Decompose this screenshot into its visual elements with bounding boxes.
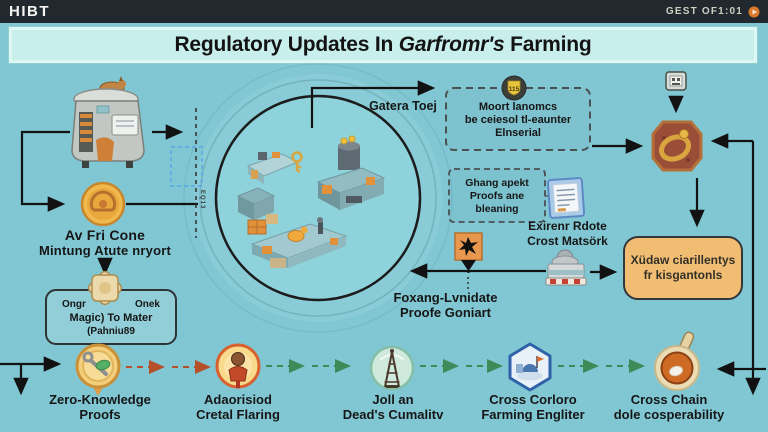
alert-line1: Moort lanomcs bbox=[478, 100, 558, 113]
bottom-label-2: Adaorisiod Cretal Flaring bbox=[163, 392, 313, 422]
top-bar: HIBT GEST OF1:01 bbox=[0, 0, 768, 23]
doc-label: Exirenr Rdote Crost Matsörk bbox=[500, 219, 635, 249]
bottom-label-3: Joll an Dead's Cumalitv bbox=[318, 392, 468, 422]
play-icon bbox=[748, 6, 760, 17]
seal-line1-left: Ongr bbox=[62, 299, 86, 310]
bottom-label-3-line1: Joll an bbox=[372, 392, 414, 407]
bottom-label-4-line2: Farming Engliter bbox=[481, 407, 585, 422]
hexagon-farm-icon bbox=[508, 342, 552, 392]
bottom-label-5: Cross Chain dole cosperability bbox=[594, 392, 744, 422]
side-note: EQ13 bbox=[199, 190, 205, 210]
bottom-label-2-line2: Cretal Flaring bbox=[196, 407, 280, 422]
seal-line1: Ongr Onek bbox=[46, 297, 176, 312]
doc-label-line1: Exirenr Rdote bbox=[528, 219, 607, 233]
gateway-label: Gatera Toej bbox=[369, 99, 437, 113]
mining-machine-icon bbox=[71, 76, 145, 168]
result-line1: Xüdaw ciarillentys bbox=[630, 253, 736, 267]
proofs-dashed-box bbox=[448, 168, 546, 223]
key-icon bbox=[291, 151, 303, 173]
proofs-line3: bleaning bbox=[475, 202, 519, 215]
bottom-label-1: Zero-Knowledge Proofs bbox=[25, 392, 175, 422]
proofs-box-text: Ghang apekt Proofs ane bleaning bbox=[449, 171, 545, 221]
proof-contract-line1: Foxang-Lvnidate bbox=[393, 290, 498, 305]
antenna-tower-icon bbox=[369, 345, 415, 391]
dashed-details bbox=[170, 108, 552, 289]
coin-icon bbox=[80, 181, 126, 227]
page-title: Regulatory Updates In Garfromr's Farming bbox=[174, 33, 591, 57]
mint-label-line2: Mintung Atute nryort bbox=[38, 243, 172, 258]
result-line2: fr kisgantonls bbox=[643, 268, 723, 282]
brand-logo: HIBT bbox=[9, 3, 50, 20]
ring-badge-icon bbox=[651, 71, 703, 172]
pot-brush-icon bbox=[654, 331, 700, 391]
shield-badge-text: 115 bbox=[509, 86, 520, 93]
bottom-label-4-line1: Cross Corloro bbox=[489, 392, 577, 407]
title-italic: Garfromr's bbox=[398, 33, 505, 56]
bottom-label-1-line2: Proofs bbox=[79, 407, 121, 422]
result-box-text: Xüdaw ciarillentys fr kisgantonls bbox=[624, 243, 742, 293]
topbar-right: GEST OF1:01 bbox=[666, 6, 768, 18]
title-prefix: Regulatory Updates In bbox=[174, 33, 399, 56]
bottom-label-4: Cross Corloro Farming Engliter bbox=[458, 392, 608, 422]
title-suffix: Farming bbox=[504, 33, 592, 56]
proofs-line1: Ghang apekt bbox=[465, 176, 529, 189]
central-circle-scene bbox=[183, 63, 453, 333]
proof-contract-label: Foxang-Lvnidate Proofe Goniart bbox=[368, 290, 523, 320]
proofs-line2: Proofs ane bbox=[469, 189, 525, 202]
mint-label: Av Fri Cone Mintung Atute nryort bbox=[15, 227, 195, 259]
bottom-label-1-line1: Zero-Knowledge bbox=[49, 392, 151, 407]
seal-box-text: Ongr Onek Magic) To Mater (Pahniu89 bbox=[46, 297, 176, 338]
result-box bbox=[623, 236, 743, 300]
bottom-flow-arrows bbox=[126, 359, 645, 374]
title-banner: Regulatory Updates In Garfromr's Farming bbox=[8, 26, 758, 64]
alert-box-text: Moort lanomcs be ceiesol tl-eaunter Elns… bbox=[446, 94, 590, 146]
medal-wrench-icon bbox=[75, 343, 121, 396]
bottom-label-5-line2: dole cosperability bbox=[613, 407, 725, 422]
farmer-person-icon bbox=[215, 343, 261, 389]
burst-icon bbox=[454, 232, 483, 273]
alert-line2: be ceiesol tl-eaunter bbox=[464, 113, 572, 126]
seal-line3: (Pahniu89 bbox=[87, 326, 135, 337]
topbar-right-text: GEST OF1:01 bbox=[665, 6, 743, 17]
connector-lines bbox=[0, 80, 766, 396]
doc-label-line2: Crost Matsörk bbox=[527, 234, 608, 248]
alert-line3: Elnserial bbox=[495, 126, 541, 139]
processor-machine-icon bbox=[545, 249, 587, 286]
seal-box bbox=[45, 270, 177, 345]
seal-line2: Magic) To Mater bbox=[69, 312, 153, 324]
bottom-label-5-line1: Cross Chain bbox=[630, 392, 708, 407]
document-icon bbox=[546, 177, 586, 219]
alert-dashed-box: 115 bbox=[445, 75, 591, 151]
mint-label-line1: Av Fri Cone bbox=[64, 227, 146, 243]
bottom-label-2-line1: Adaorisiod bbox=[204, 392, 272, 407]
bottom-label-3-line2: Dead's Cumalitv bbox=[342, 407, 444, 422]
proof-contract-line2: Proofe Goniart bbox=[399, 305, 491, 320]
seal-line1-right: Onek bbox=[134, 299, 160, 310]
